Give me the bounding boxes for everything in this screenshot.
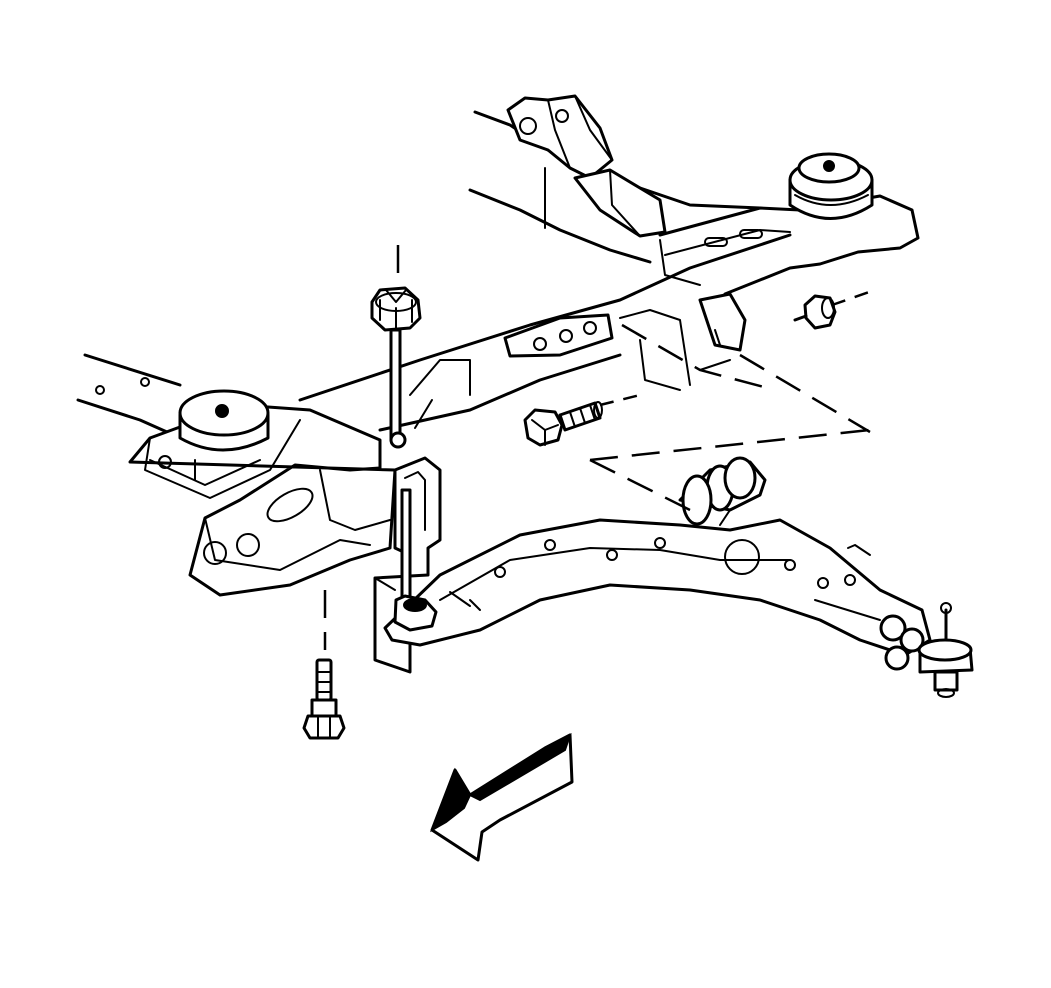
lower-control-arm <box>383 518 932 657</box>
bolt-vertical <box>389 328 438 632</box>
bolt-lower <box>302 658 346 740</box>
leader-lines <box>323 245 876 650</box>
body-mount-bushing-right <box>788 152 874 220</box>
nut-upper <box>370 286 422 332</box>
nut-rear <box>793 294 837 330</box>
engine-mount-bracket <box>128 403 397 597</box>
direction-arrow <box>430 732 574 862</box>
front-crossmember <box>76 194 920 442</box>
rear-frame-rail <box>468 94 762 264</box>
bolt-horizontal <box>523 401 603 447</box>
control-arm-rear-bushing <box>678 456 767 526</box>
ball-joint <box>879 602 974 698</box>
body-mount-bushing-left <box>178 389 270 481</box>
